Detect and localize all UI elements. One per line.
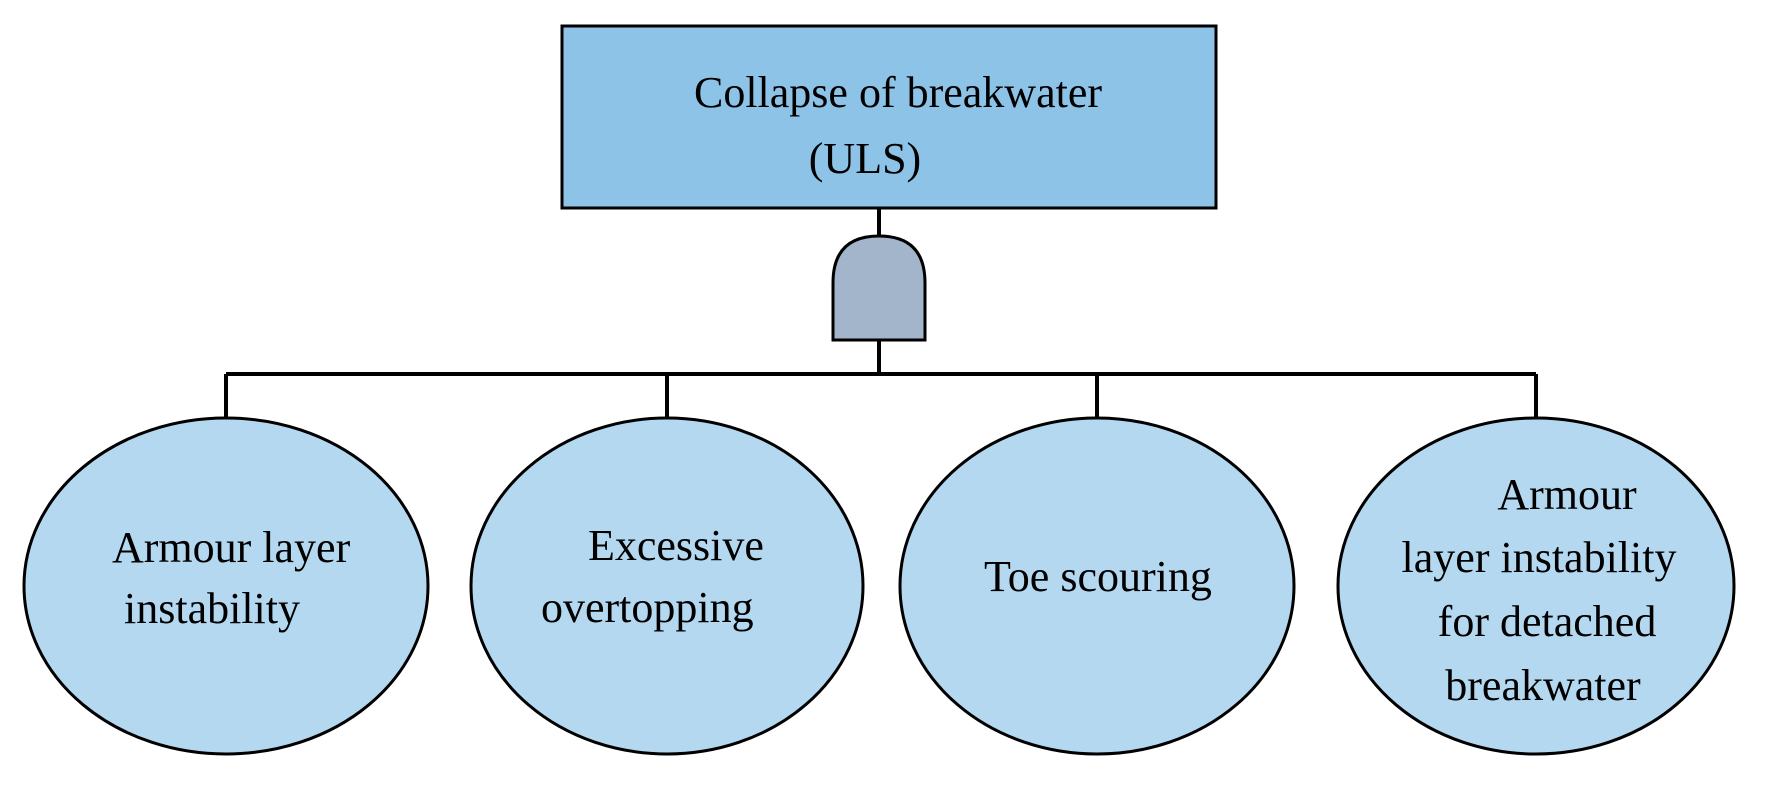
basic-event-2-label-line2: overtopping (541, 583, 754, 632)
basic-event-4-label-line1: Armour (1497, 470, 1637, 519)
basic-event-4-label-line4: breakwater (1445, 661, 1641, 710)
and-gate-icon (831, 234, 927, 342)
basic-event-4-label-line3: for detached (1438, 597, 1657, 646)
basic-event-2: Excessive overtopping (469, 416, 865, 756)
basic-event-4: Armour layer instability for detached br… (1336, 416, 1736, 756)
basic-event-2-label-line1: Excessive (588, 521, 764, 570)
basic-event-3: Toe scouring (898, 416, 1296, 756)
top-event: Collapse of breakwater (ULS) (560, 24, 1218, 210)
top-event-label-line2: (ULS) (809, 134, 921, 183)
top-event-label-line1: Collapse of breakwater (694, 68, 1102, 117)
basic-event-4-shape (1336, 416, 1736, 756)
basic-event-1-shape (22, 416, 430, 756)
top-event-box (560, 24, 1218, 210)
basic-event-1-label-line1: Armour layer (112, 523, 351, 572)
basic-event-3-shape (898, 416, 1296, 756)
basic-event-3-label-line1: Toe scouring (984, 552, 1212, 601)
basic-event-4-label-line2: layer instability (1402, 533, 1677, 582)
basic-event-1-label-line2: instability (124, 584, 300, 633)
basic-event-1: Armour layer instability (22, 416, 430, 756)
basic-event-2-shape (469, 416, 865, 756)
